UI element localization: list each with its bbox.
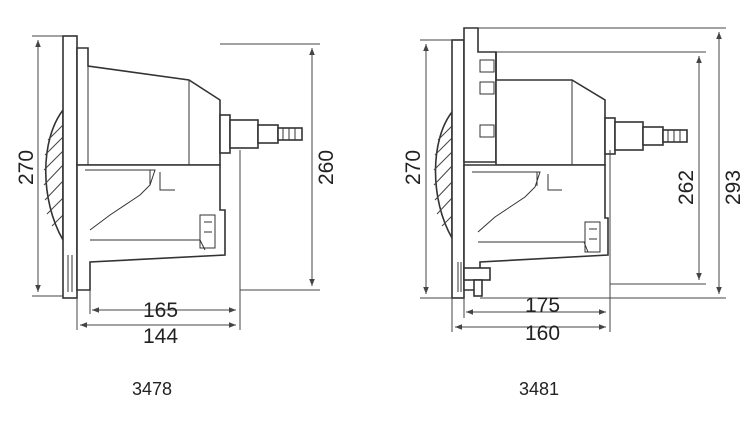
lens-dome-3481 — [433, 109, 453, 241]
drawing-3481 — [420, 27, 726, 332]
dim-3478-left-height: 270 — [15, 150, 38, 185]
dim-3478-width-upper: 165 — [143, 299, 178, 322]
dim-3481-left-height: 270 — [402, 150, 425, 185]
wall-plate-3481 — [451, 39, 465, 299]
model-caption-3478: 3478 — [132, 379, 172, 399]
dim-3478-width-lower: 144 — [143, 325, 178, 348]
flange-3481 — [463, 27, 497, 163]
drawing-3478 — [32, 35, 320, 330]
housing-lower-3481 — [463, 164, 609, 291]
dim-3481-right-height-outer: 293 — [722, 170, 744, 205]
wall-plate-3478 — [62, 35, 78, 299]
housing-lower-3478 — [76, 164, 226, 291]
cable-gland-3478 — [219, 114, 303, 154]
dim-3481-width-lower: 160 — [525, 322, 560, 345]
model-caption-3481: 3481 — [519, 379, 559, 399]
dim-3478-right-height: 260 — [315, 150, 338, 185]
lens-dome-3478 — [43, 107, 64, 244]
housing-upper-3478 — [76, 47, 221, 166]
cable-gland-3481 — [604, 117, 688, 155]
housing-upper-3481 — [495, 52, 606, 166]
dim-3481-right-height-inner: 262 — [675, 170, 698, 205]
dim-3481-width-upper: 175 — [525, 294, 560, 317]
